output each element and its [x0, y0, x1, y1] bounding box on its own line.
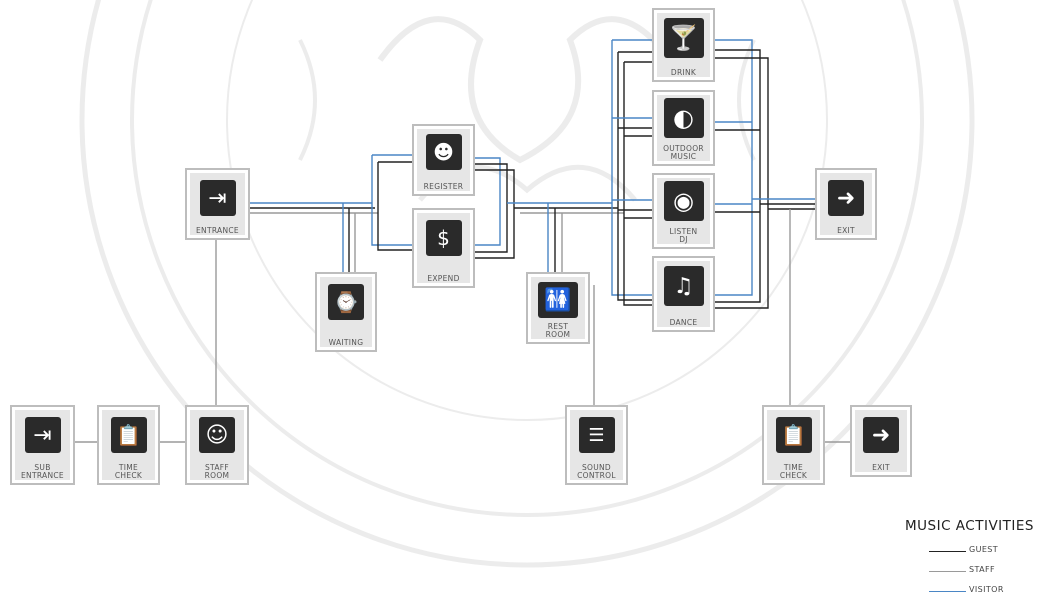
drink-label: DRINK	[670, 68, 697, 77]
legend-line-staff	[929, 571, 966, 572]
drink-node[interactable]: 🍸 DRINK	[652, 8, 715, 82]
outdoor-music-node[interactable]: ◐ OUTDOOR MUSIC	[652, 90, 715, 166]
hearing-icon: ◐	[663, 98, 704, 138]
entrance-icon: ⇥	[24, 417, 61, 453]
sub-entrance-node[interactable]: ⇥ SUB ENTRANCE	[10, 405, 75, 485]
entrance-icon: ⇥	[199, 180, 236, 216]
time-check-node[interactable]: 📋 TIME CHECK	[97, 405, 160, 485]
restroom-icon: 🚻	[538, 282, 578, 318]
sub-entrance-label: SUB ENTRANCE	[21, 463, 64, 480]
time-clipboard-icon: 📋	[110, 417, 147, 453]
register-node[interactable]: ☻ REGISTER	[412, 124, 475, 196]
listen-dj-node[interactable]: ◉ LISTEN DJ	[652, 173, 715, 249]
time-check-label: TIME CHECK	[779, 463, 808, 480]
legend-label-visitor: VISITOR	[969, 585, 1004, 594]
legend-label-guest: GUEST	[969, 545, 999, 554]
exit-door-icon: ➜	[828, 180, 864, 216]
turntable-icon: ◉	[663, 181, 704, 221]
expend-node[interactable]: $ EXPEND	[412, 208, 475, 288]
legend-item-staff: STAFF	[905, 562, 1053, 582]
staff-room-node[interactable]: ☺ STAFF ROOM	[185, 405, 249, 485]
outdoor-music-label: OUTDOOR MUSIC	[663, 144, 704, 161]
sound-control-label: SOUND CONTROL	[577, 463, 616, 480]
legend-line-guest	[929, 551, 966, 552]
waiting-chair-icon: ⌚	[328, 284, 364, 320]
legend-title: MUSIC ACTIVITIES	[905, 518, 1034, 534]
exit-node[interactable]: ➜ EXIT	[850, 405, 912, 477]
entrance-label: ENTRANCE	[196, 226, 239, 235]
dancer-icon: ♫	[663, 266, 704, 306]
entrance-node[interactable]: ⇥ ENTRANCE	[185, 168, 250, 240]
legend-item-guest: GUEST	[905, 542, 1053, 562]
exit-node[interactable]: ➜ EXIT	[815, 168, 877, 240]
waiting-node[interactable]: ⌚ WAITING	[315, 272, 377, 352]
time-check-node[interactable]: 📋 TIME CHECK	[762, 405, 825, 485]
time-clipboard-icon: 📋	[775, 417, 812, 453]
expend-label: EXPEND	[427, 274, 460, 283]
staff-room-label: STAFF ROOM	[204, 463, 230, 480]
rest-room-label: REST ROOM	[545, 322, 571, 339]
legend-label-staff: STAFF	[969, 565, 996, 574]
dance-node[interactable]: ♫ DANCE	[652, 256, 715, 332]
cocktail-icon: 🍸	[663, 18, 704, 58]
receptionist-icon: ☻	[425, 134, 462, 170]
waiting-label: WAITING	[328, 338, 364, 347]
time-check-label: TIME CHECK	[114, 463, 143, 480]
sound-control-node[interactable]: ☰ SOUND CONTROL	[565, 405, 628, 485]
staff-person-icon: ☺	[199, 417, 235, 453]
legend-line-visitor	[929, 591, 966, 592]
exit-label: EXIT	[872, 463, 890, 472]
listen-dj-label: LISTEN DJ	[669, 227, 698, 244]
legend-item-visitor: VISITOR	[905, 582, 1053, 602]
dance-label: DANCE	[669, 318, 698, 327]
sound-rack-icon: ☰	[578, 417, 615, 453]
register-label: REGISTER	[423, 182, 464, 191]
rest-room-node[interactable]: 🚻 REST ROOM	[526, 272, 590, 344]
atm-payment-icon: $	[425, 220, 462, 256]
legend: MUSIC ACTIVITIES GUEST STAFF VISITOR	[905, 518, 1053, 602]
exit-door-icon: ➜	[863, 417, 899, 453]
exit-label: EXIT	[837, 226, 855, 235]
